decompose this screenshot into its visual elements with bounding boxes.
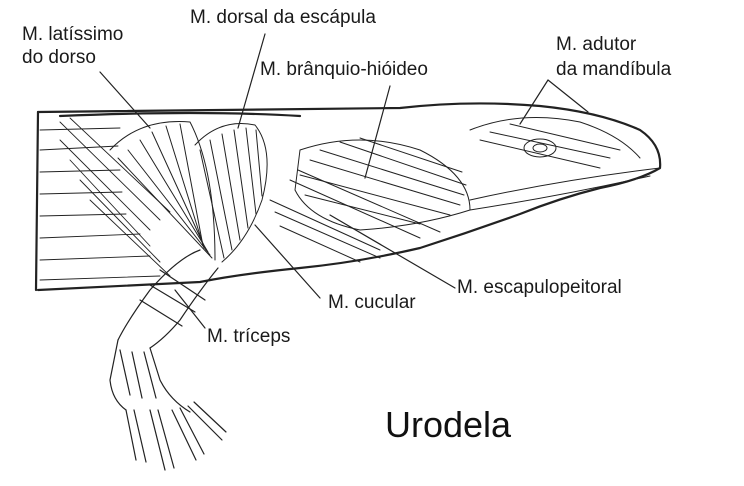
branquio-hioideo-muscle (295, 138, 470, 230)
label-latissimo-line1: M. latíssimo (22, 23, 123, 46)
body-outline (36, 103, 660, 290)
label-adutor-line1: M. adutor (556, 33, 636, 56)
dorsal-escapula-muscle (195, 124, 267, 262)
forelimb (110, 250, 218, 412)
caption-urodela: Urodela (385, 404, 511, 446)
hand-digits (126, 402, 226, 470)
adutor-mandibula-muscle (470, 118, 660, 211)
label-latissimo-line2: do dorso (22, 46, 96, 69)
latissimo-muscle (110, 122, 215, 260)
label-adutor-line2: da mandíbula (556, 58, 671, 81)
label-triceps: M. tríceps (207, 325, 290, 348)
trunk-muscle-fibers (40, 118, 170, 280)
label-escapulopeitoral: M. escapulopeitoral (457, 276, 622, 299)
label-branquio-hioideo: M. brânquio-hióideo (260, 58, 428, 81)
label-cucular: M. cucular (328, 291, 416, 314)
label-dorsal-escapula: M. dorsal da escápula (190, 6, 376, 29)
